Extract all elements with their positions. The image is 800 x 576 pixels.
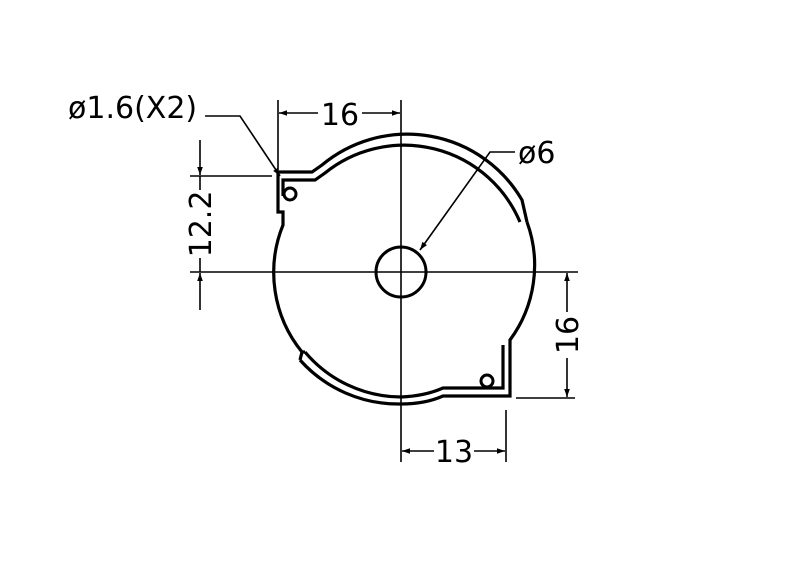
center-hole bbox=[374, 245, 428, 299]
mount-hole-top-left bbox=[282, 186, 298, 202]
mount-hole-bottom-right bbox=[479, 373, 495, 389]
center-hole-label: ø6 bbox=[518, 136, 555, 171]
dim-right-height-label: 16 bbox=[551, 316, 586, 354]
dim-top-width-label: 16 bbox=[321, 98, 359, 133]
dim-right-height bbox=[516, 273, 575, 399]
hole-callout-label: ø1.6(X2) bbox=[68, 91, 197, 126]
center-hole-leader bbox=[419, 151, 515, 251]
part-outline bbox=[272, 132, 537, 406]
dim-bottom-width bbox=[402, 410, 507, 462]
dim-bottom-width-label: 13 bbox=[435, 435, 473, 470]
dim-left-height bbox=[190, 140, 272, 310]
dim-left-height-label: 12.2 bbox=[184, 191, 219, 258]
dim-top-width bbox=[277, 100, 400, 170]
hole-callout-leader bbox=[205, 115, 281, 177]
